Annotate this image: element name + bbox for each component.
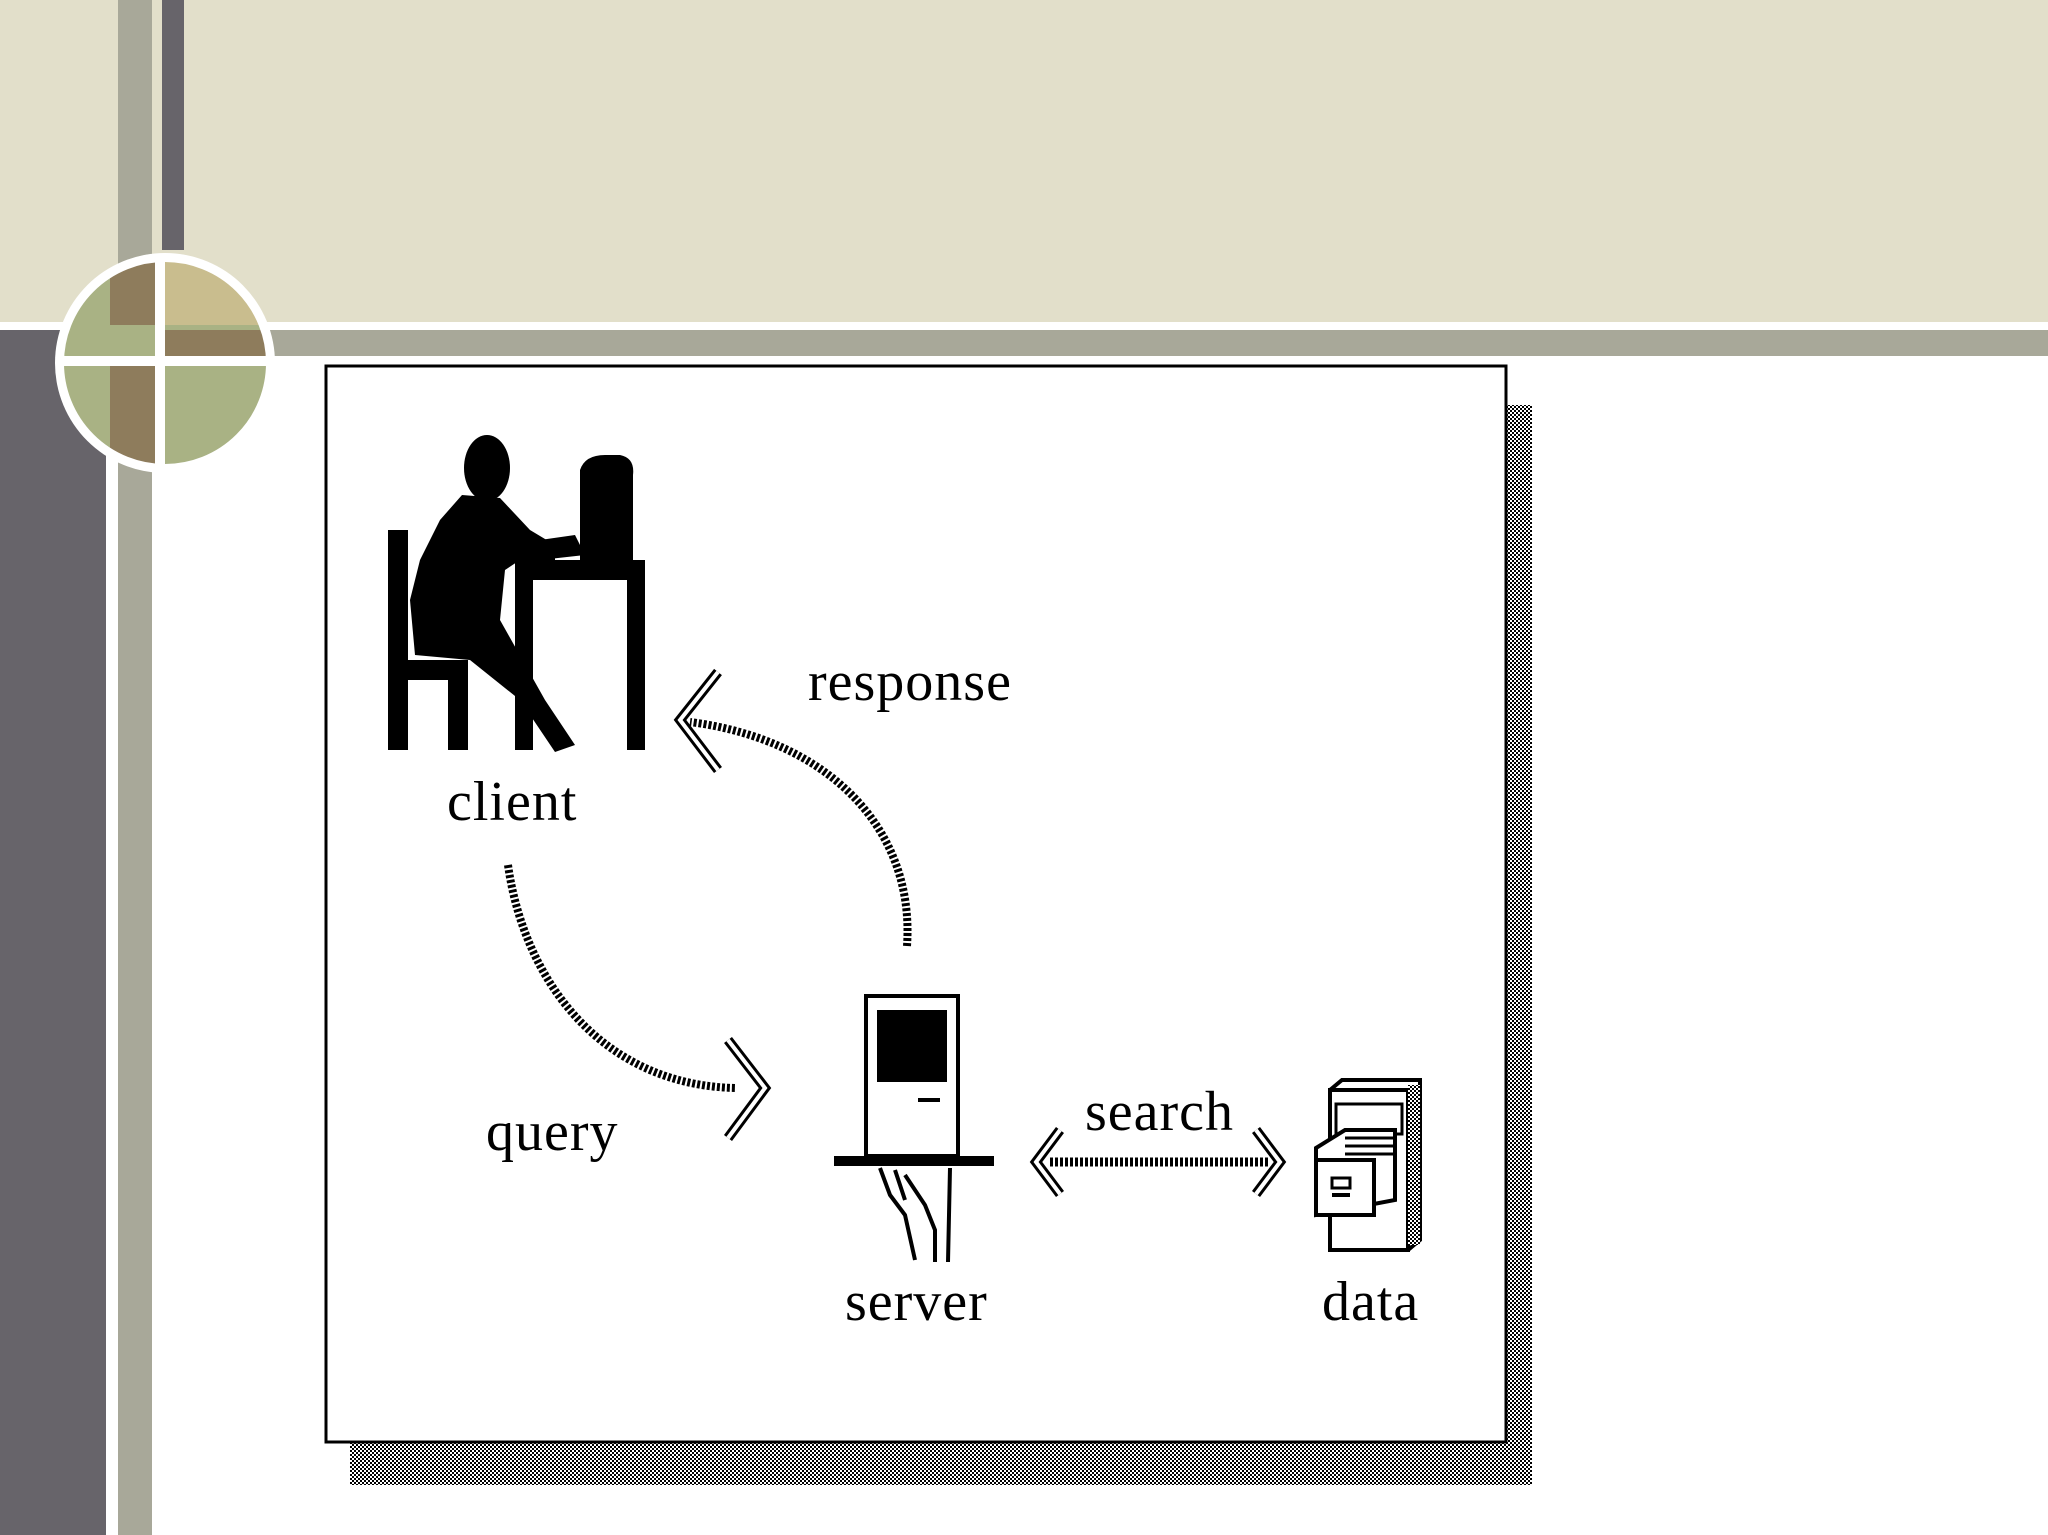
client-label: client (447, 771, 577, 833)
decorative-circle (55, 253, 275, 473)
search-arrow (1029, 1127, 1287, 1197)
server-label: server (845, 1271, 988, 1333)
query-label: query (486, 1101, 619, 1163)
client-person-icon (388, 435, 645, 752)
response-arrow (673, 668, 912, 947)
vertical-dark-stripe (162, 0, 184, 250)
data-cabinet-icon (1314, 1078, 1422, 1252)
response-label: response (808, 651, 1012, 713)
left-dark-bar (0, 330, 106, 1535)
server-computer-icon (834, 994, 994, 1263)
query-arrow (504, 864, 772, 1141)
horizontal-gray-bar (270, 330, 2048, 356)
data-label: data (1322, 1271, 1419, 1333)
top-banner (0, 0, 2048, 322)
search-label: search (1085, 1081, 1234, 1143)
